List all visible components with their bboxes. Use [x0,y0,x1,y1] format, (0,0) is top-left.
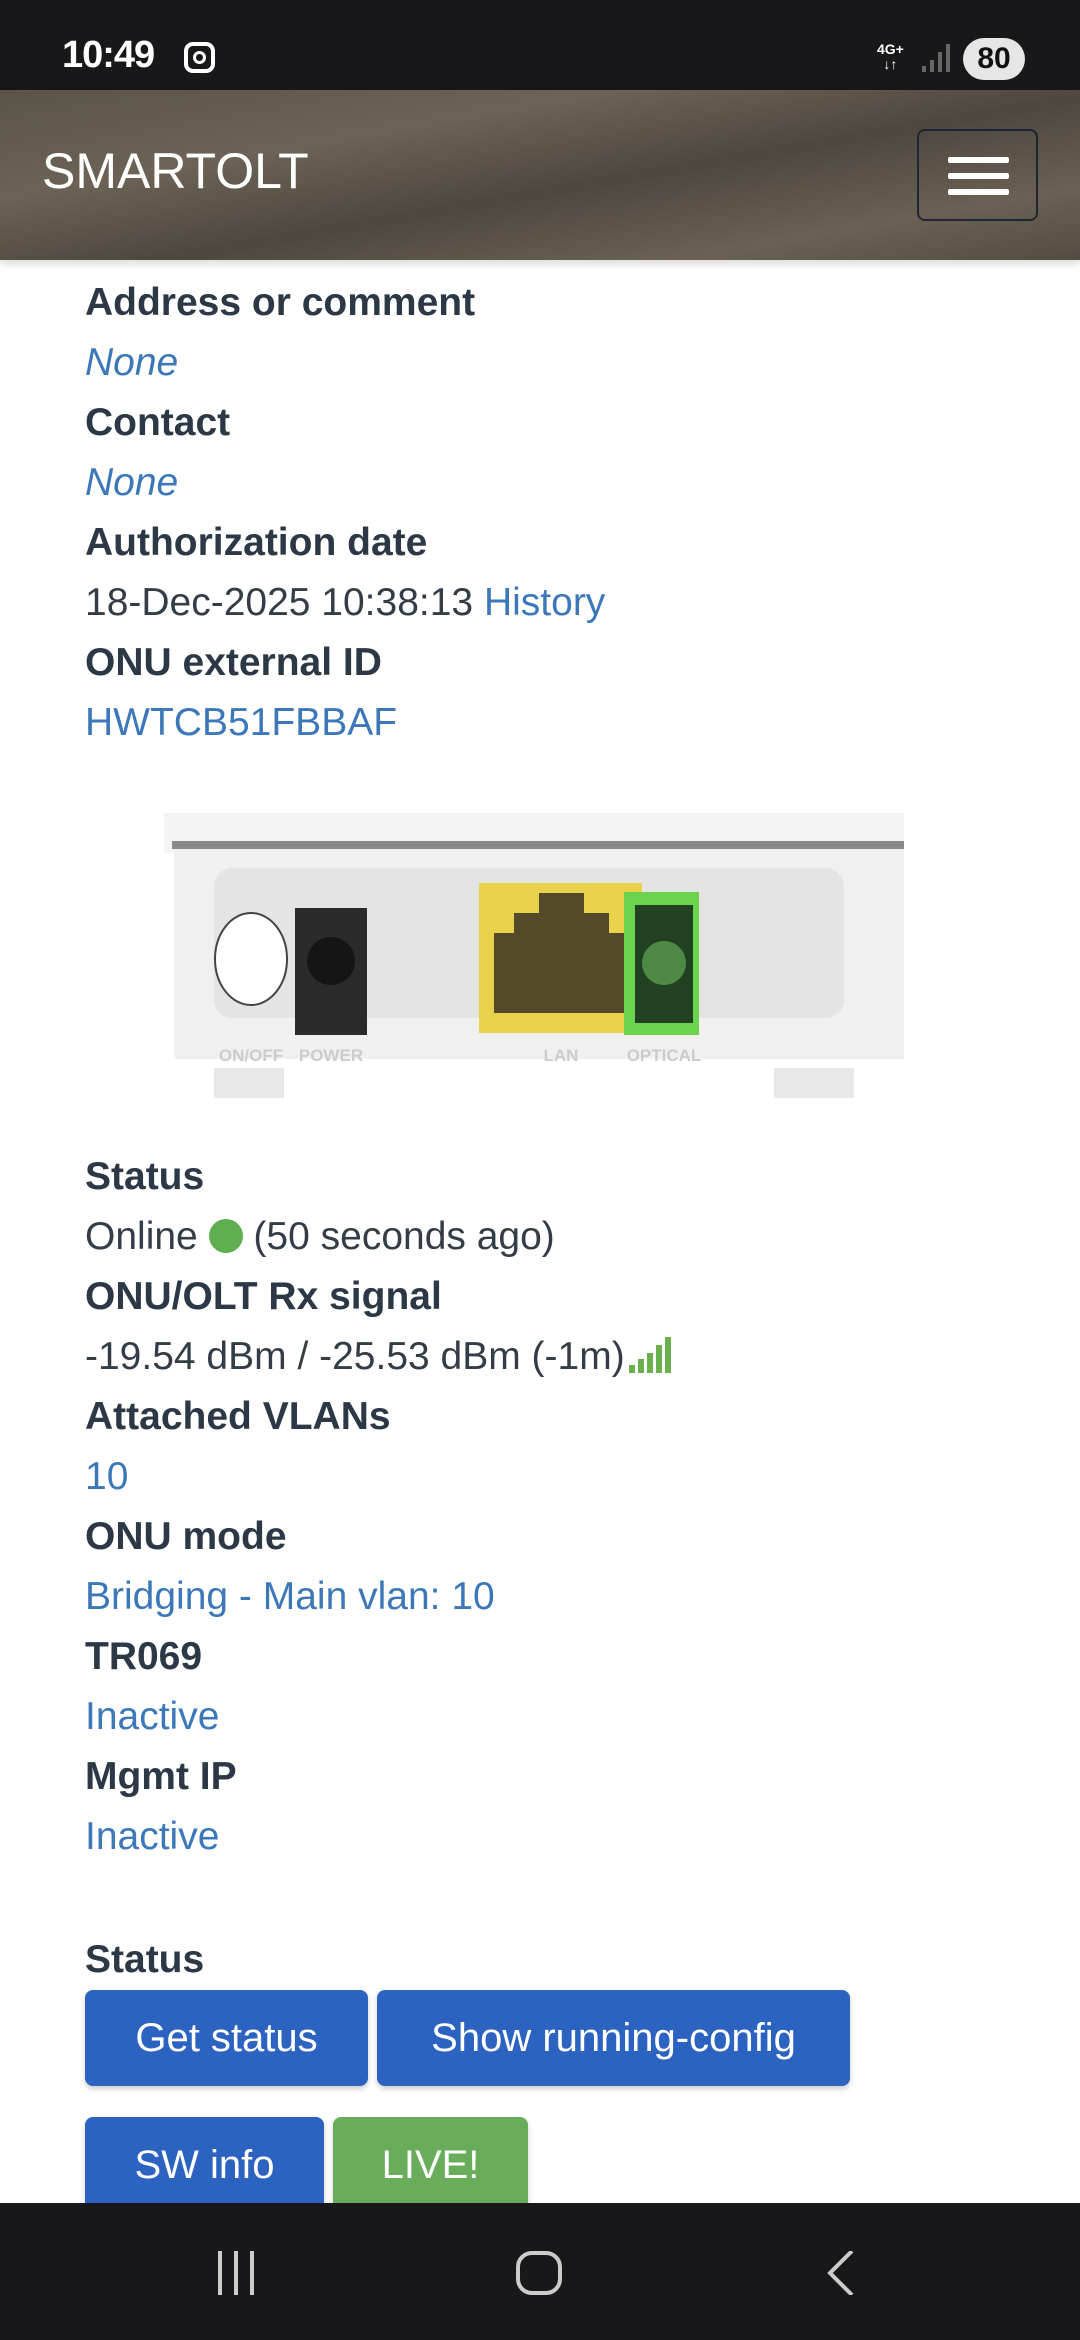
port-labels: ON/OFF POWER LAN OPTICAL [219,1046,701,1065]
contact-value[interactable]: None [85,461,179,504]
mgmt-ip-value[interactable]: Inactive [85,1815,220,1858]
system-nav-bar [0,2203,1080,2340]
home-icon[interactable] [516,2251,562,2295]
authorization-date-value: 18-Dec-2025 10:38:13 [85,581,474,624]
onu-device-image: ON/OFF POWER LAN OPTICAL [164,813,910,1104]
signal-strength-icon [628,1337,671,1373]
authorization-date-row: 18-Dec-2025 10:38:13 History [85,578,605,628]
status-label: Status [85,1155,205,1198]
contact-label: Contact [85,401,231,444]
network-type: 4G+↓↑ [877,41,904,72]
address-value[interactable]: None [85,341,179,384]
signal-icon [922,44,952,72]
live-button[interactable]: LIVE! [333,2117,528,2213]
get-status-button[interactable]: Get status [85,1990,368,2086]
clock: 10:49 [62,34,155,76]
mgmt-ip-label: Mgmt IP [85,1755,237,1798]
hamburger-icon [948,157,1009,163]
signal-label: ONU/OLT Rx signal [85,1275,442,1318]
app-header: SMARTOLT [0,90,1080,260]
status-value: Online [85,1215,198,1258]
authorization-date-label: Authorization date [85,521,428,564]
instagram-icon [184,42,215,73]
vlans-label: Attached VLANs [85,1395,391,1438]
port-label-lan: LAN [544,1046,579,1065]
external-id-value[interactable]: HWTCB51FBBAF [85,701,398,744]
port-label-optical: OPTICAL [627,1046,702,1065]
recent-apps-icon[interactable] [214,2251,258,2295]
signal-value: -19.54 dBm / -25.53 dBm (-1m) [85,1335,625,1378]
globe-online-icon [208,1219,243,1253]
show-running-config-button[interactable]: Show running-config [377,1990,850,2086]
external-id-label: ONU external ID [85,641,382,684]
network-label: 4G+ [877,41,904,57]
status-row: Online (50 seconds ago) [85,1212,555,1262]
battery-indicator: 80 [963,38,1025,80]
vlans-value[interactable]: 10 [85,1455,129,1498]
tr069-label: TR069 [85,1635,203,1678]
brand-logo[interactable]: SMARTOLT [42,143,309,199]
port-label-power: POWER [299,1046,363,1065]
actions-heading: Status [85,1938,205,1981]
status-bar: 10:49 4G+↓↑ 80 [0,0,1080,90]
onu-mode-value[interactable]: Bridging - Main vlan: 10 [85,1575,495,1618]
address-label: Address or comment [85,281,476,324]
history-link[interactable]: History [483,581,606,624]
menu-toggle-button[interactable] [917,129,1038,221]
back-icon[interactable] [826,2251,856,2295]
port-label-onoff: ON/OFF [219,1046,283,1065]
tr069-value[interactable]: Inactive [85,1695,220,1738]
signal-row: -19.54 dBm / -25.53 dBm (-1m) [85,1332,671,1382]
status-ago: (50 seconds ago) [253,1215,555,1258]
sw-info-button[interactable]: SW info [85,2117,324,2213]
onu-mode-label: ONU mode [85,1515,287,1558]
